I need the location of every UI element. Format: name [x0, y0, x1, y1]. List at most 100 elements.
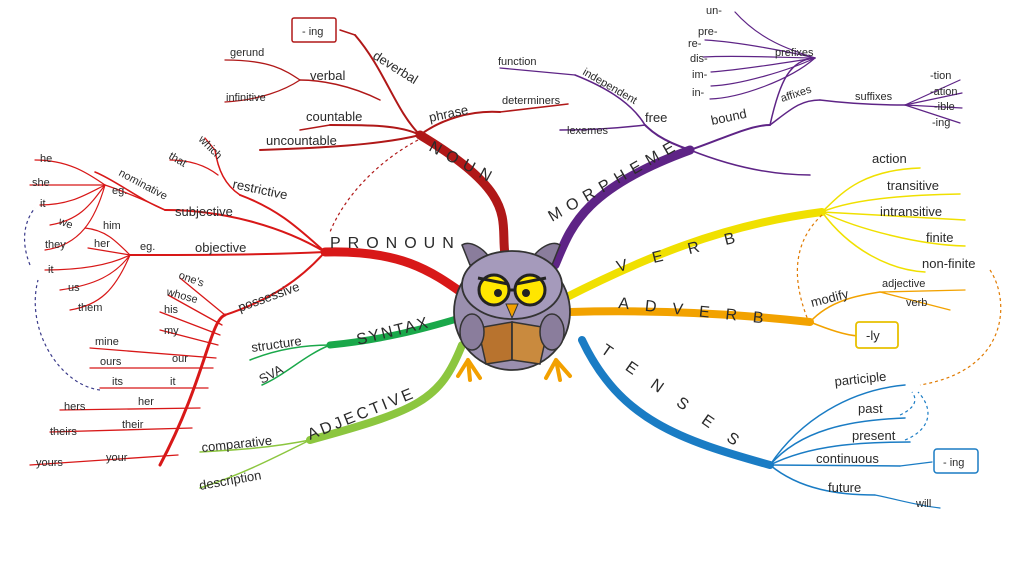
pronoun-eg-2: eg.	[140, 241, 155, 253]
subj-they: they	[45, 239, 66, 251]
morpheme-suffixes: suffixes	[855, 91, 893, 103]
adverb-adjective: adjective	[882, 278, 925, 290]
prefix-re: re-	[688, 38, 702, 50]
noun-title: NOUN	[426, 139, 500, 189]
tenses-will: will	[915, 498, 931, 510]
noun-infinitive: infinitive	[226, 92, 266, 104]
noun-pronoun-link	[329, 139, 419, 233]
morpheme-independent: independent	[581, 66, 639, 107]
poss-mine: mine	[95, 336, 119, 348]
tenses-branch	[578, 336, 941, 509]
adjective-comparative: comparative	[201, 433, 273, 455]
poss-our: our	[172, 353, 188, 365]
obj-him: him	[103, 220, 121, 232]
poss-its: its	[112, 376, 124, 388]
suffix-ible: -ible	[934, 101, 955, 113]
tenses-future: future	[828, 480, 861, 495]
noun-ing-box	[291, 17, 337, 43]
morpheme-bound: bound	[710, 106, 748, 128]
morpheme-function: function	[498, 56, 537, 68]
obj-her: her	[94, 238, 110, 250]
subj-we: we	[56, 215, 74, 231]
noun-phrase: phrase	[428, 102, 470, 125]
poss-hers: hers	[64, 401, 86, 413]
verb-title: VERB	[615, 224, 762, 276]
pronoun-dashed-loop	[23, 207, 101, 391]
pronoun-possessive: possessive	[236, 279, 302, 315]
obj-them: them	[78, 302, 102, 314]
tenses-dashed-links	[899, 391, 929, 441]
pronoun-restrictive: restrictive	[231, 176, 289, 202]
adverb-verb: verb	[906, 297, 927, 309]
adjective-branch	[199, 341, 466, 489]
nonfinite-participle-link	[919, 269, 1002, 386]
poss-his: his	[164, 304, 179, 316]
noun-gerund: gerund	[230, 47, 264, 59]
prefix-im: im-	[692, 69, 708, 81]
prefix-un: un-	[706, 5, 722, 17]
prefix-pre: pre-	[698, 26, 718, 38]
noun-verbal: verbal	[310, 68, 346, 83]
poss-yours: yours	[36, 457, 63, 469]
subj-it: it	[40, 198, 46, 210]
adjective-description: description	[198, 467, 263, 493]
verb-action: action	[872, 151, 907, 166]
morpheme-free: free	[645, 110, 667, 125]
morpheme-lexemes: lexemes	[567, 125, 608, 137]
noun-countable: countable	[306, 109, 362, 124]
syntax-structure: structure	[250, 333, 302, 355]
verb-non-finite: non-finite	[922, 256, 975, 271]
subj-she: she	[32, 177, 50, 189]
noun-branch	[224, 29, 569, 260]
tenses-past: past	[858, 401, 883, 416]
poss-my: my	[164, 325, 179, 337]
owl-mascot-icon	[453, 242, 572, 382]
noun-uncountable: uncountable	[266, 133, 337, 148]
prefix-dis: dis-	[690, 53, 708, 65]
tenses-ing: - ing	[943, 457, 964, 469]
pronoun-objective: objective	[195, 240, 246, 255]
tenses-participle: participle	[834, 369, 887, 389]
poss-their: their	[122, 419, 144, 431]
verb-transitive: transitive	[887, 178, 939, 193]
pronoun-that: that	[167, 150, 189, 170]
suffix-ing: -ing	[932, 117, 950, 129]
subj-he: he	[40, 153, 52, 165]
poss-theirs: theirs	[50, 426, 77, 438]
pronoun-subjective: subjective	[175, 204, 233, 219]
adverb-ly: -ly	[866, 328, 880, 343]
syntax-title: SYNTAX	[355, 314, 432, 349]
pronoun-eg-1: eg.	[112, 185, 127, 197]
adverb-title: ADVERB	[618, 295, 781, 329]
poss-her: her	[138, 396, 154, 408]
obj-us: us	[68, 282, 80, 294]
prefix-in: in-	[692, 87, 705, 99]
morpheme-title: MORPHEME	[546, 136, 685, 226]
adverb-branch	[566, 289, 966, 337]
pronoun-which: which	[195, 133, 224, 162]
morpheme-prefixes: prefixes	[775, 47, 814, 59]
tenses-continuous: continuous	[816, 451, 879, 466]
pronoun-title: PRONOUN	[330, 235, 461, 252]
noun-determiners: determiners	[502, 95, 561, 107]
obj-it: it	[48, 264, 54, 276]
verb-finite: finite	[926, 230, 953, 245]
morpheme-branch	[499, 11, 963, 270]
syntax-branch	[249, 314, 464, 386]
noun-ing: - ing	[302, 26, 323, 38]
pronoun-branch	[29, 137, 470, 467]
poss-ours: ours	[100, 356, 122, 368]
poss-your: your	[106, 452, 128, 464]
verb-branch	[561, 167, 966, 302]
suffix-ation: -ation	[930, 86, 958, 98]
poss-it: it	[170, 376, 176, 388]
tenses-present: present	[852, 428, 896, 443]
adverb-ly-box	[855, 321, 899, 349]
syntax-sva: SVA	[256, 361, 285, 386]
tenses-ing-box	[933, 448, 979, 474]
verb-intransitive: intransitive	[880, 204, 942, 219]
suffix-tion: -tion	[930, 70, 951, 82]
verb-adverb-link	[796, 214, 823, 321]
